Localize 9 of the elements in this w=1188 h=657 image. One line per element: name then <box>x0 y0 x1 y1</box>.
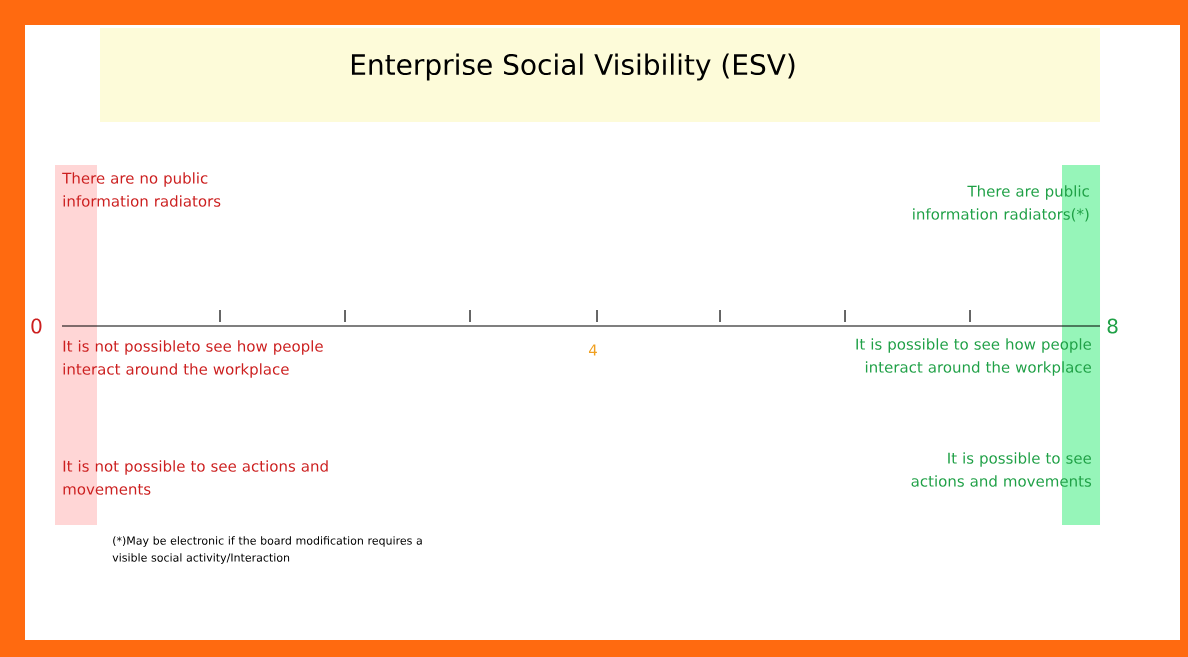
note-text: It is not possibleto see how people interact around the workplace <box>63 340 323 378</box>
scale-value: 8 <box>1107 318 1118 334</box>
footnote: (*)May be electronic if the board modification requires a visible social activity/Interaction <box>112 536 422 564</box>
scale-value: 4 <box>588 344 597 356</box>
note-text: It is possible to see actions and movements <box>911 452 1092 487</box>
title-banner: Enterprise Social Visibility (ESV) <box>100 28 1100 122</box>
note-text: It is not possible to see actions and movements <box>63 460 328 495</box>
note-text: There are no public information radiators <box>62 172 221 207</box>
scale-value: 0 <box>31 318 42 334</box>
